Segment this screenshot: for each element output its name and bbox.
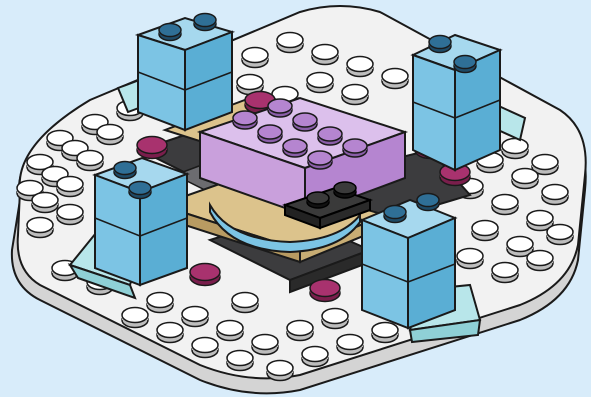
azure-brick-back-right: [413, 35, 500, 170]
azure-brick-back-left: [138, 14, 232, 131]
azure-brick-front-left: [95, 158, 187, 285]
azure-brick-front-right: [362, 194, 455, 329]
